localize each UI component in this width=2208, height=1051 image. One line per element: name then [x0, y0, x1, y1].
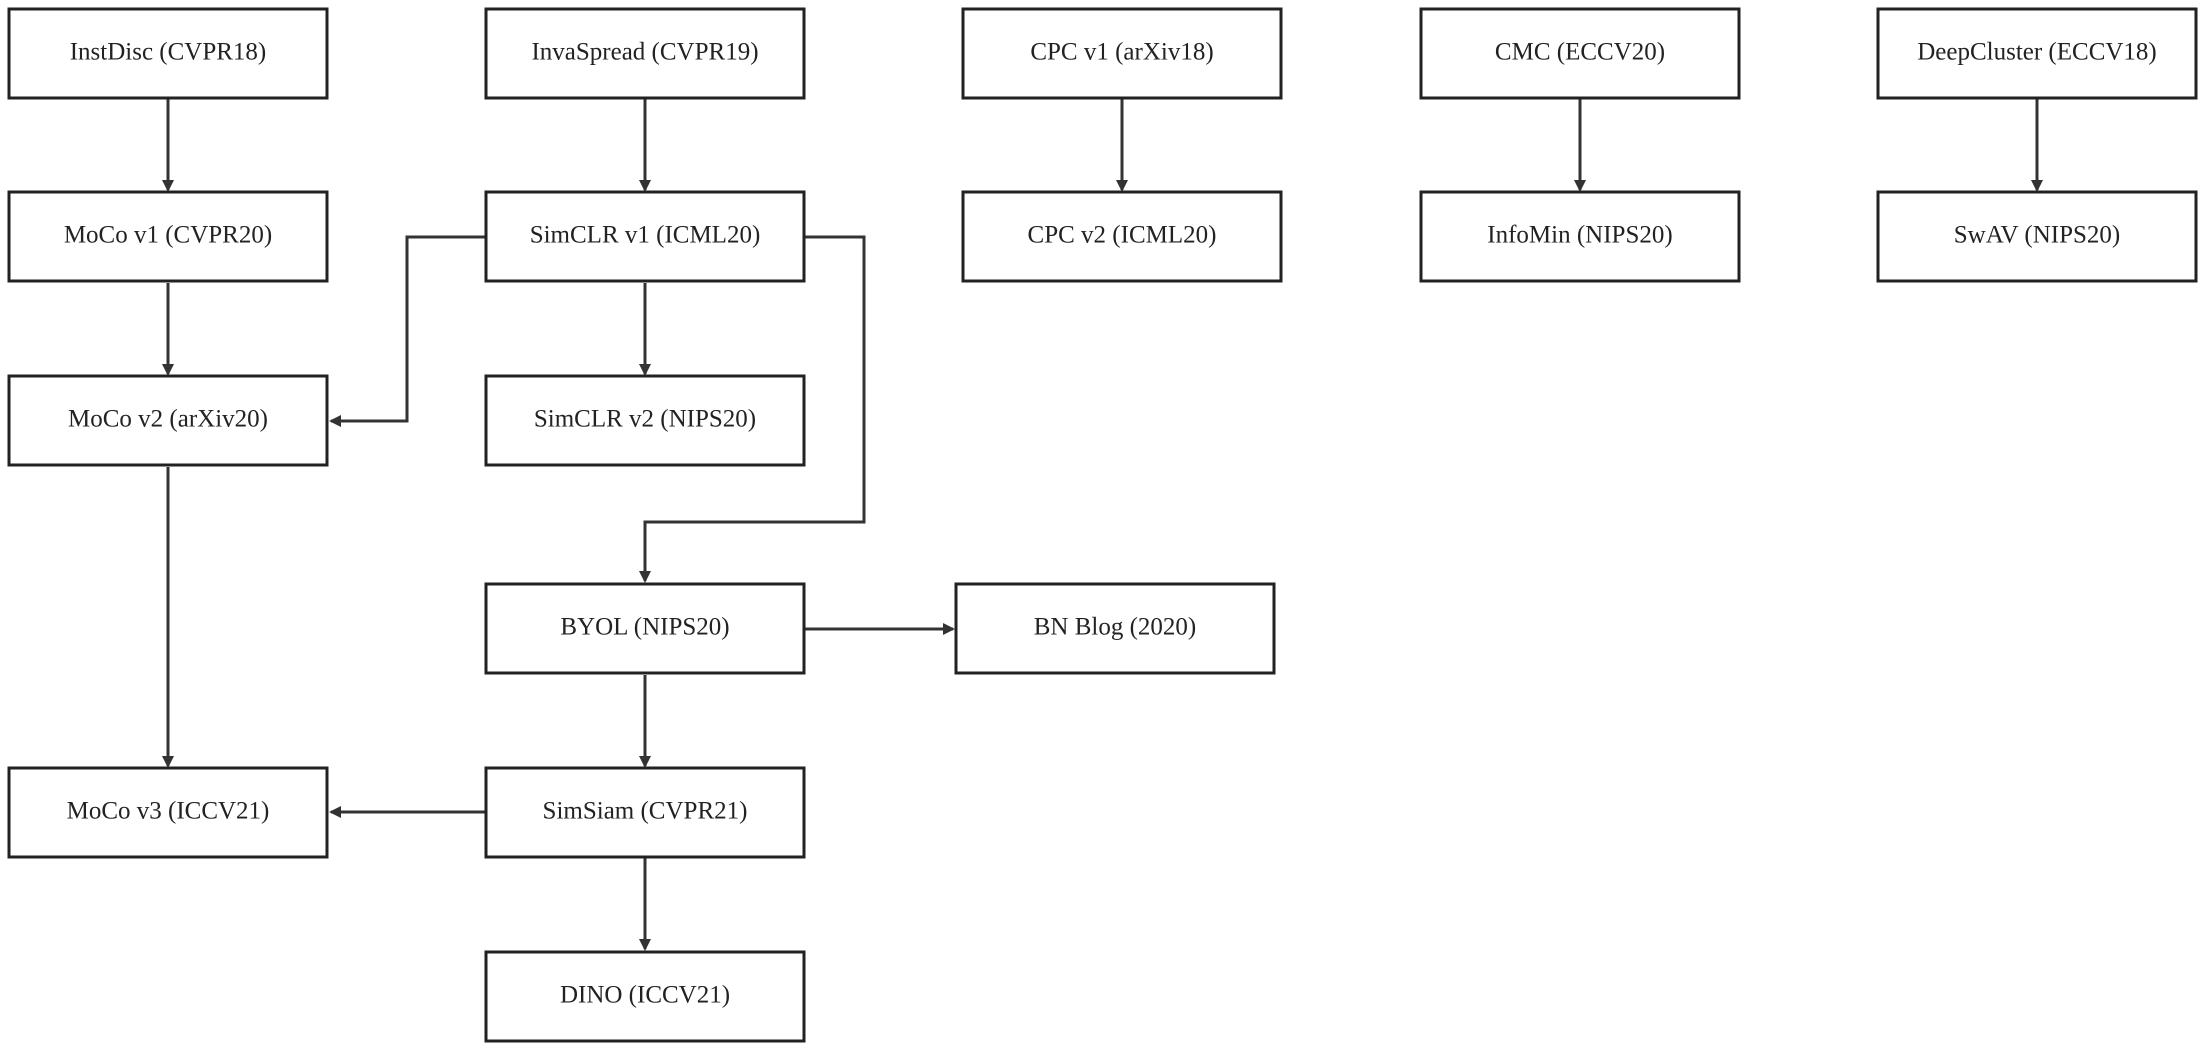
node-byol: BYOL (NIPS20)	[484, 582, 806, 675]
node-dino-label: DINO (ICCV21)	[560, 982, 730, 1009]
node-simclr-v2: SimCLR v2 (NIPS20)	[484, 374, 806, 467]
node-instdisc: InstDisc (CVPR18)	[7, 7, 329, 100]
node-moco-v3: MoCo v3 (ICCV21)	[7, 766, 329, 859]
node-invaspread-label: InvaSpread (CVPR19)	[531, 39, 758, 66]
node-deepcluster: DeepCluster (ECCV18)	[1876, 7, 2198, 100]
node-moco-v1: MoCo v1 (CVPR20)	[7, 190, 329, 283]
node-infomin-label: InfoMin (NIPS20)	[1487, 222, 1672, 249]
node-simclr-v1-label: SimCLR v1 (ICML20)	[530, 222, 761, 249]
node-cpc-v1-label: CPC v1 (arXiv18)	[1030, 39, 1213, 66]
node-cpc-v1: CPC v1 (arXiv18)	[961, 7, 1283, 100]
edge-simclr-v1-to-byol	[639, 235, 866, 583]
edge-simclr-v1-to-moco-v2	[329, 235, 486, 427]
node-cpc-v2: CPC v2 (ICML20)	[961, 190, 1283, 283]
node-byol-label: BYOL (NIPS20)	[560, 614, 729, 641]
node-simclr-v1: SimCLR v1 (ICML20)	[484, 190, 806, 283]
node-moco-v3-label: MoCo v3 (ICCV21)	[67, 798, 270, 825]
node-dino: DINO (ICCV21)	[484, 950, 806, 1043]
node-cmc: CMC (ECCV20)	[1419, 7, 1741, 100]
node-moco-v1-label: MoCo v1 (CVPR20)	[64, 222, 272, 249]
node-simclr-v2-label: SimCLR v2 (NIPS20)	[534, 406, 756, 433]
node-infomin: InfoMin (NIPS20)	[1419, 190, 1741, 283]
node-swav: SwAV (NIPS20)	[1876, 190, 2198, 283]
node-deepcluster-label: DeepCluster (ECCV18)	[1917, 39, 2157, 66]
node-invaspread: InvaSpread (CVPR19)	[484, 7, 806, 100]
node-cpc-v2-label: CPC v2 (ICML20)	[1028, 222, 1217, 249]
node-instdisc-label: InstDisc (CVPR18)	[70, 39, 267, 66]
node-simsiam: SimSiam (CVPR21)	[484, 766, 806, 859]
node-swav-label: SwAV (NIPS20)	[1954, 222, 2120, 249]
node-cmc-label: CMC (ECCV20)	[1495, 39, 1665, 66]
nodes: InstDisc (CVPR18) InvaSpread (CVPR19) CP…	[7, 7, 2198, 1043]
node-bn-blog: BN Blog (2020)	[954, 582, 1276, 675]
node-bn-blog-label: BN Blog (2020)	[1034, 614, 1197, 641]
node-simsiam-label: SimSiam (CVPR21)	[543, 798, 748, 825]
node-moco-v2-label: MoCo v2 (arXiv20)	[68, 406, 268, 433]
node-moco-v2: MoCo v2 (arXiv20)	[7, 374, 329, 467]
edges	[162, 99, 2043, 951]
